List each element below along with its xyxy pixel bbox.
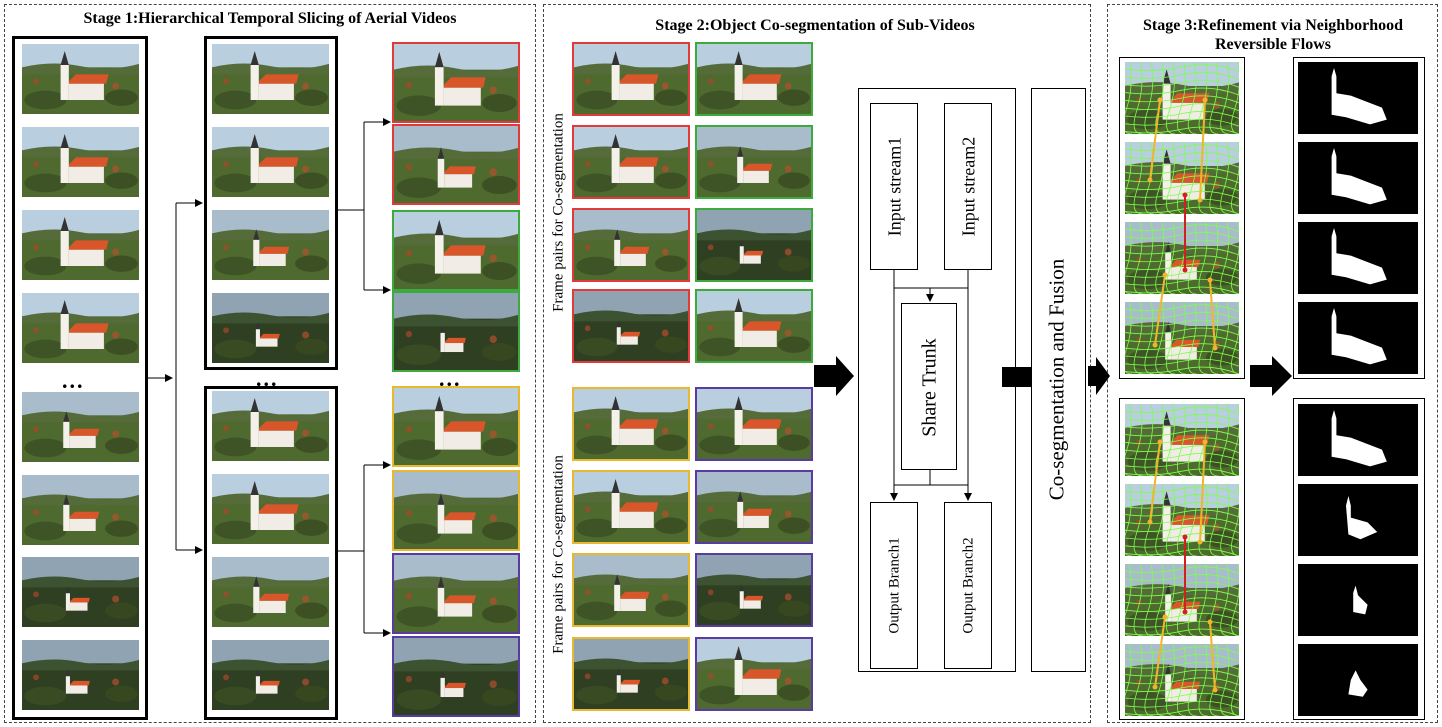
pairs-label-bottom: Frame pairs for Co-segmentation [550, 455, 567, 654]
superpixel-frame [1125, 564, 1239, 636]
video-frame [22, 293, 139, 363]
sliced-subvideo-frame [392, 553, 520, 634]
input-stream1-label: Input stream1 [884, 136, 905, 237]
subvideo-frame [212, 557, 329, 627]
frame-pair-right [695, 289, 813, 363]
video-frame [22, 557, 139, 627]
stage3-mask-group-top [1293, 57, 1425, 379]
frame-pair-left [572, 637, 690, 711]
segmentation-mask [1298, 404, 1418, 476]
cosegmentation-fusion-label: Co-segmentation and Fusion [1044, 258, 1069, 501]
superpixel-frame [1125, 644, 1239, 716]
frame-pair-left [572, 208, 690, 282]
subvideo-frame [212, 44, 329, 114]
segmentation-mask [1298, 644, 1418, 716]
output-branch1-label: Output Branch1 [886, 537, 903, 634]
superpixel-frame [1125, 404, 1239, 476]
subvideo-frame [212, 474, 329, 544]
subvideo-frame [212, 391, 329, 461]
frame-pair-right [695, 208, 813, 282]
frame-pair-left [572, 470, 690, 544]
sliced-subvideo-frame [392, 291, 520, 372]
input-stream1-box: Input stream1 [870, 103, 918, 270]
stage1-subvideo-b-box [204, 386, 338, 720]
stage1-ellipsis-1: ... [62, 368, 85, 393]
stage1-title: Stage 1:Hierarchical Temporal Slicing of… [83, 10, 457, 27]
video-frame [22, 392, 139, 462]
superpixel-frame [1125, 142, 1239, 214]
frame-pair-right [695, 42, 813, 116]
frame-pair-right [695, 125, 813, 199]
output-branch2-label: Output Branch2 [960, 537, 977, 634]
sliced-subvideo-frame [392, 470, 520, 551]
segmentation-mask [1298, 564, 1418, 636]
share-trunk-label: Share Trunk [918, 338, 941, 437]
frame-pair-right [695, 637, 813, 711]
input-stream2-label: Input stream2 [958, 136, 979, 237]
segmentation-mask [1298, 222, 1418, 294]
frame-pair-left [572, 42, 690, 116]
stage3-mask-group-bottom [1293, 398, 1425, 720]
video-frame [22, 210, 139, 280]
frame-pair-right [695, 387, 813, 461]
frame-pair-left [572, 387, 690, 461]
frame-pair-right [695, 470, 813, 544]
stage3-refine-group-top [1119, 57, 1245, 379]
segmentation-mask [1298, 62, 1418, 134]
stage1-ellipsis-3: ... [439, 366, 462, 391]
sliced-subvideo-frame [392, 636, 520, 717]
stage1-subvideo-a-box [204, 36, 338, 370]
output-branch1-box: Output Branch1 [870, 502, 918, 669]
subvideo-frame [212, 293, 329, 363]
superpixel-frame [1125, 222, 1239, 294]
segmentation-mask [1298, 142, 1418, 214]
frame-pair-left [572, 289, 690, 363]
input-stream2-box: Input stream2 [944, 103, 992, 270]
sliced-subvideo-frame [392, 42, 520, 123]
share-trunk-box: Share Trunk [901, 303, 957, 470]
sliced-subvideo-frame [392, 210, 520, 291]
subvideo-frame [212, 127, 329, 197]
output-branch2-box: Output Branch2 [944, 502, 992, 669]
sliced-subvideo-frame [392, 386, 520, 467]
superpixel-frame [1125, 484, 1239, 556]
video-frame [22, 640, 139, 710]
stage3-title-line2: Reversible Flows [1215, 36, 1331, 53]
stage1-full-video-box [12, 36, 148, 720]
frame-pair-right [695, 553, 813, 627]
subvideo-frame [212, 640, 329, 710]
sliced-subvideo-frame [392, 124, 520, 205]
segmentation-mask [1298, 302, 1418, 374]
superpixel-frame [1125, 302, 1239, 374]
superpixel-frame [1125, 62, 1239, 134]
pairs-label-top: Frame pairs for Co-segmentation [550, 113, 567, 312]
frame-pair-left [572, 125, 690, 199]
stage2-title: Stage 2:Object Co-segmentation of Sub-Vi… [655, 17, 975, 34]
stage3-refine-group-bottom [1119, 398, 1245, 720]
video-frame [22, 44, 139, 114]
stage1-ellipsis-2: ... [256, 366, 279, 391]
video-frame [22, 127, 139, 197]
stage3-title-line1: Stage 3:Refinement via Neighborhood [1143, 17, 1403, 34]
frame-pair-left [572, 553, 690, 627]
video-frame [22, 475, 139, 545]
subvideo-frame [212, 210, 329, 280]
cosegmentation-fusion-box: Co-segmentation and Fusion [1031, 88, 1086, 672]
stage1-panel [4, 4, 536, 723]
segmentation-mask [1298, 484, 1418, 556]
